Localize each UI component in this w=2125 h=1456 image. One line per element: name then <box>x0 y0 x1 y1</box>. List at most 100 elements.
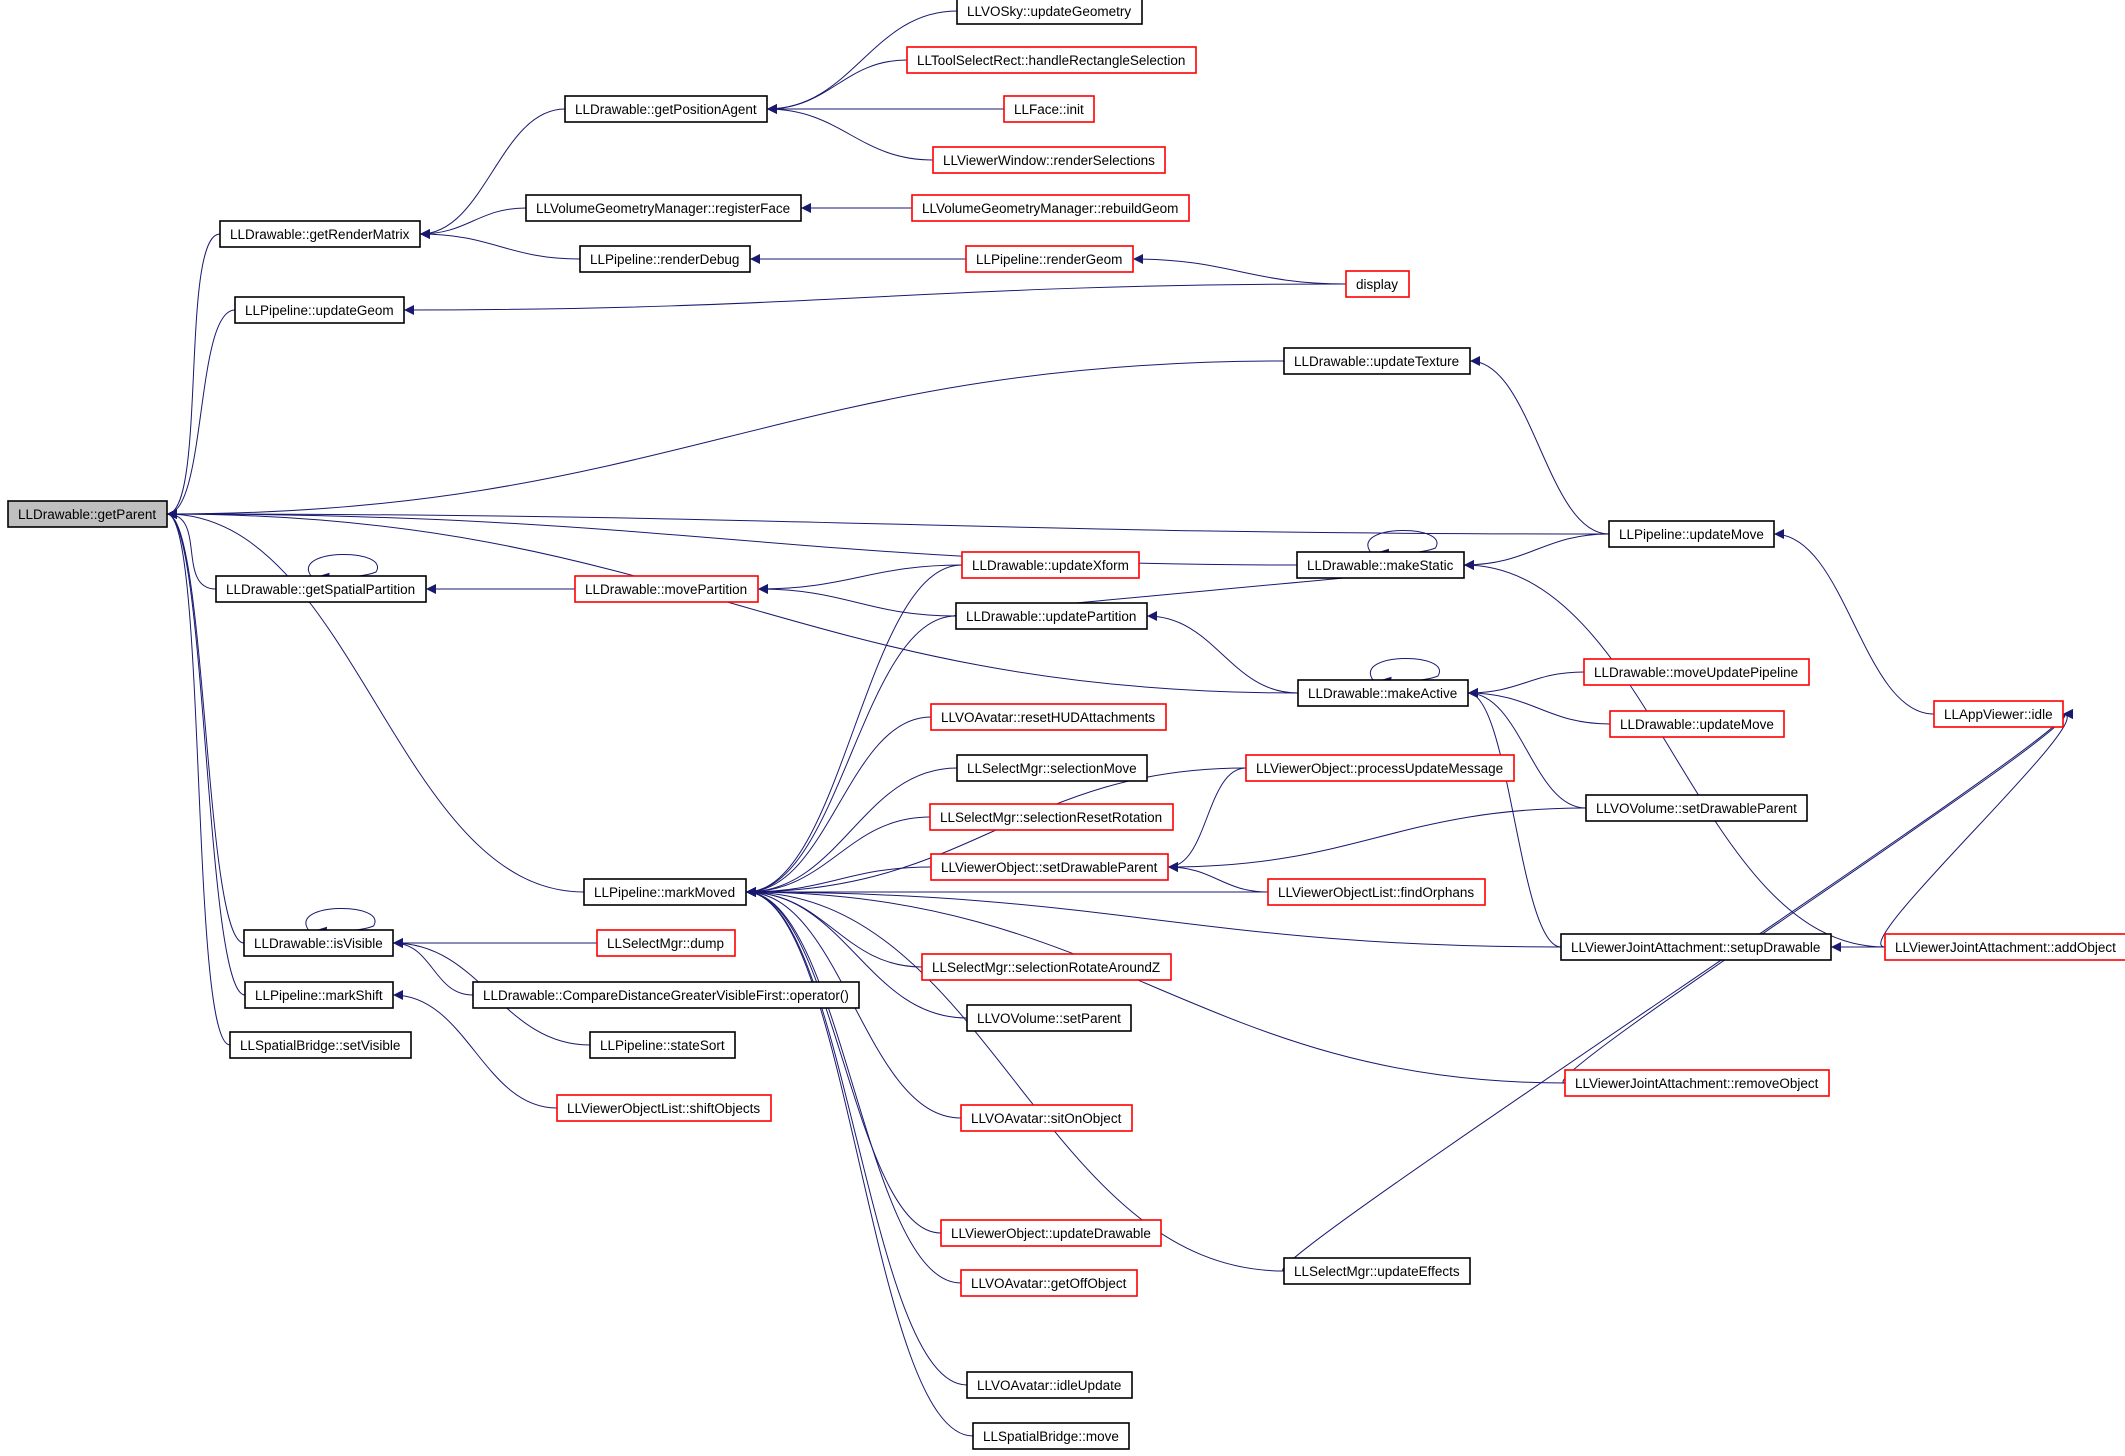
node-label: LLDrawable::updateTexture <box>1294 354 1459 369</box>
graph-node[interactable]: LLPipeline::renderDebug <box>579 245 751 273</box>
node-label: LLViewerJointAttachment::setupDrawable <box>1571 940 1820 955</box>
edge-arrow <box>166 309 236 519</box>
graph-node[interactable]: LLDrawable::isVisible <box>243 929 394 957</box>
node-box <box>1583 658 1810 686</box>
graph-node[interactable]: LLVOAvatar::getOffObject <box>960 1269 1138 1297</box>
graph-node[interactable]: LLSelectMgr::selectionRotateAroundZ <box>921 953 1172 981</box>
graph-node[interactable]: LLFace::init <box>1003 95 1095 123</box>
graph-node[interactable]: LLAppViewer::idle <box>1933 700 2064 728</box>
node-box <box>1560 933 1832 961</box>
node-label: LLDrawable::moveUpdatePipeline <box>1594 665 1798 680</box>
graph-node[interactable]: LLVolumeGeometryManager::rebuildGeom <box>911 194 1190 222</box>
node-box <box>966 1371 1133 1399</box>
graph-node[interactable]: LLViewerObject::updateDrawable <box>940 1219 1162 1247</box>
graph-node[interactable]: LLDrawable::moveUpdatePipeline <box>1583 658 1810 686</box>
node-label: LLVOAvatar::idleUpdate <box>977 1378 1121 1393</box>
node-label: LLDrawable::updatePartition <box>966 609 1136 624</box>
node-box <box>583 878 747 906</box>
graph-node[interactable]: LLViewerWindow::renderSelections <box>932 146 1166 174</box>
graph-node[interactable]: LLSelectMgr::dump <box>596 929 736 957</box>
graph-node[interactable]: LLVOVolume::setDrawableParent <box>1585 794 1808 822</box>
graph-node[interactable]: LLDrawable::CompareDistanceGreaterVisibl… <box>472 981 860 1009</box>
node-box <box>911 194 1190 222</box>
graph-node[interactable]: LLDrawable::makeStatic <box>1296 551 1465 579</box>
graph-node[interactable]: LLVOAvatar::resetHUDAttachments <box>930 703 1167 731</box>
edge-arrow <box>1132 254 1347 285</box>
node-box <box>960 1269 1138 1297</box>
graph-node[interactable]: LLSelectMgr::selectionResetRotation <box>929 803 1174 831</box>
edge-arrow <box>1467 688 1587 809</box>
node-box <box>244 981 394 1009</box>
graph-node[interactable]: display <box>1345 270 1410 298</box>
edge-arrow <box>745 816 931 897</box>
edge-arrow <box>307 553 379 583</box>
graph-node[interactable]: LLViewerObjectList::findOrphans <box>1267 878 1486 906</box>
graph-node[interactable]: LLDrawable::updateTexture <box>1283 347 1471 375</box>
graph-node[interactable]: LLDrawable::updatePartition <box>955 602 1148 630</box>
node-label: LLViewerJointAttachment::addObject <box>1895 940 2116 955</box>
graph-node[interactable]: LLPipeline::markMoved <box>583 878 747 906</box>
node-box <box>972 1422 1130 1450</box>
graph-node[interactable]: LLDrawable::makeActive <box>1297 679 1469 707</box>
graph-node[interactable]: LLToolSelectRect::handleRectangleSelecti… <box>906 46 1197 74</box>
node-box <box>1283 347 1471 375</box>
edge-arrow <box>1469 356 1610 535</box>
graph-node[interactable]: LLPipeline::updateGeom <box>234 296 405 324</box>
node-box <box>1267 878 1486 906</box>
graph-node[interactable]: LLDrawable::getParent <box>7 500 168 528</box>
node-box <box>1933 700 2064 728</box>
edge-arrow <box>745 887 1566 1084</box>
node-label: LLSelectMgr::dump <box>607 936 724 951</box>
graph-node[interactable]: LLViewerObject::setDrawableParent <box>930 853 1169 881</box>
node-label: LLSpatialBridge::setVisible <box>240 1038 400 1053</box>
edge-arrow <box>166 360 1285 519</box>
node-label: LLAppViewer::idle <box>1944 707 2053 722</box>
graph-node[interactable]: LLViewerObject::processUpdateMessage <box>1245 754 1515 782</box>
graph-node[interactable]: LLDrawable::updateMove <box>1609 710 1785 738</box>
edge-arrow <box>1463 533 1610 570</box>
node-box <box>930 703 1167 731</box>
edge-arrow <box>1562 709 2074 1084</box>
graph-node[interactable]: LLDrawable::updateXform <box>961 551 1140 579</box>
edge-arrow <box>166 233 221 519</box>
graph-node[interactable]: LLSpatialBridge::move <box>972 1422 1130 1450</box>
graph-node[interactable]: LLSelectMgr::updateEffects <box>1283 1257 1471 1285</box>
node-box <box>1608 520 1775 548</box>
node-label: LLSelectMgr::selectionRotateAroundZ <box>932 960 1160 975</box>
graph-node[interactable]: LLVolumeGeometryManager::registerFace <box>525 194 802 222</box>
node-label: LLVOSky::updateGeometry <box>967 4 1131 19</box>
graph-node[interactable]: LLSpatialBridge::setVisible <box>229 1031 412 1059</box>
node-label: LLPipeline::stateSort <box>600 1038 725 1053</box>
graph-node[interactable]: LLDrawable::getRenderMatrix <box>219 220 421 248</box>
graph-node[interactable]: LLPipeline::updateMove <box>1608 520 1775 548</box>
node-label: LLViewerObject::updateDrawable <box>951 1226 1151 1241</box>
node-box <box>956 0 1143 25</box>
graph-node[interactable]: LLPipeline::markShift <box>244 981 394 1009</box>
graph-node[interactable]: LLViewerJointAttachment::setupDrawable <box>1560 933 1832 961</box>
graph-node[interactable]: LLDrawable::getPositionAgent <box>564 95 768 123</box>
graph-node[interactable]: LLVOAvatar::idleUpdate <box>966 1371 1133 1399</box>
graph-node[interactable]: LLVOVolume::setParent <box>966 1004 1132 1032</box>
edge-arrow <box>1146 611 1299 694</box>
edge-arrow <box>745 887 968 1019</box>
edge-arrow <box>1282 709 2074 1272</box>
graph-node[interactable]: LLPipeline::stateSort <box>589 1031 736 1059</box>
node-label: LLDrawable::updateXform <box>972 558 1129 573</box>
node-label: LLViewerObjectList::findOrphans <box>1278 885 1474 900</box>
node-box <box>965 245 1134 273</box>
graph-node[interactable]: LLViewerObjectList::shiftObjects <box>556 1094 772 1122</box>
node-box <box>596 929 736 957</box>
graph-node[interactable]: LLVOAvatar::sitOnObject <box>960 1104 1133 1132</box>
node-label: LLDrawable::makeActive <box>1308 686 1457 701</box>
edge-arrow <box>392 990 558 1109</box>
edge-arrow <box>757 584 957 617</box>
graph-node[interactable]: LLViewerJointAttachment::removeObject <box>1564 1069 1830 1097</box>
graph-node[interactable]: LLPipeline::renderGeom <box>965 245 1134 273</box>
edge-arrow <box>166 509 245 944</box>
graph-node[interactable]: LLDrawable::movePartition <box>574 575 759 603</box>
graph-node[interactable]: LLDrawable::getSpatialPartition <box>215 575 427 603</box>
graph-node[interactable]: LLSelectMgr::selectionMove <box>956 754 1148 782</box>
graph-node[interactable]: LLVOSky::updateGeometry <box>956 0 1143 25</box>
edge-arrow <box>166 509 246 996</box>
graph-node[interactable]: LLViewerJointAttachment::addObject <box>1884 933 2125 961</box>
